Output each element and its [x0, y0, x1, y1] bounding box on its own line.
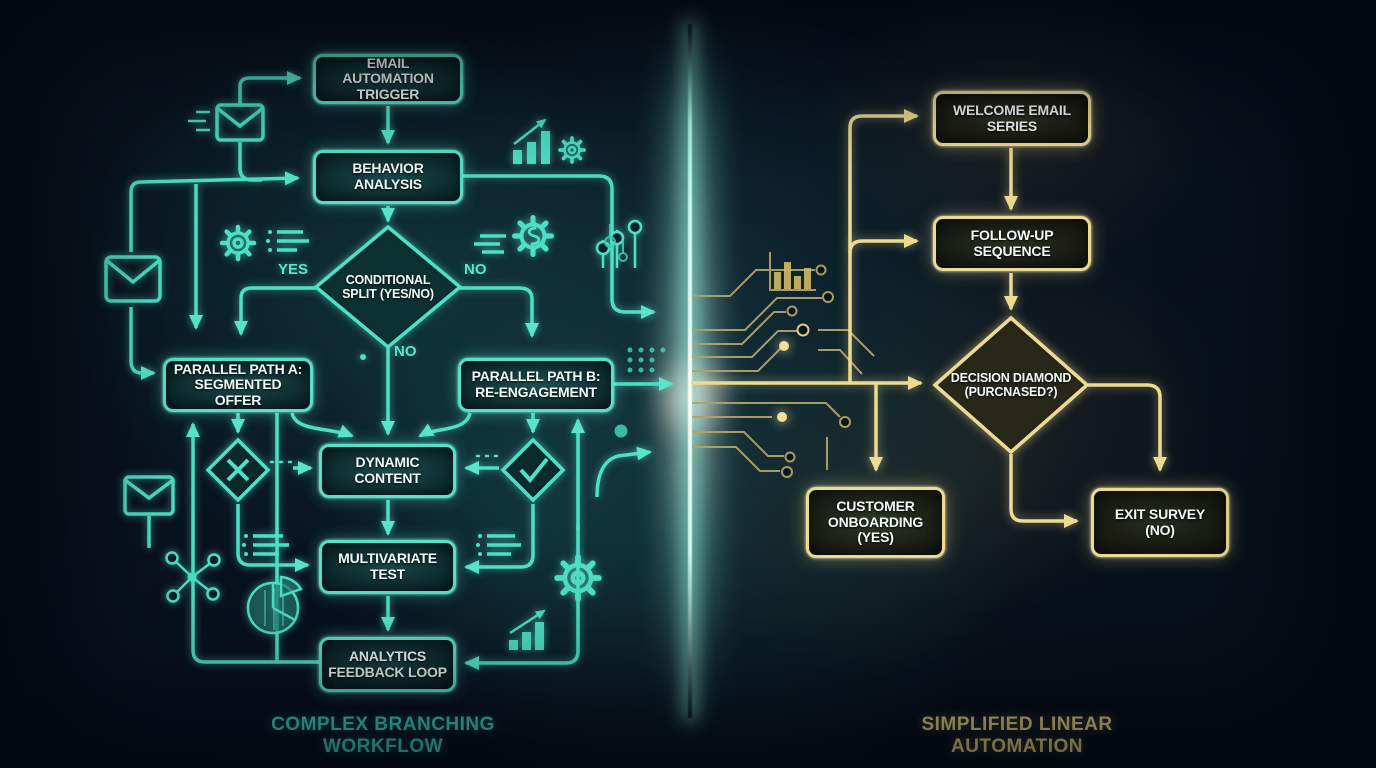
node-email-automation-trigger: EMAIL AUTOMATION TRIGGER: [313, 54, 463, 104]
bar-chart-growth-icon: [509, 609, 546, 650]
dollar-gear-icon: [512, 215, 554, 257]
node-label: DECISION DIAMOND (PURCNASED?): [950, 370, 1072, 399]
email-icon: [104, 255, 162, 303]
check-mark: [519, 457, 549, 484]
edge-label-no-right: NO: [464, 261, 487, 278]
gear-icon: [558, 136, 586, 164]
node-multivariate-test: MULTIVARIATE TEST: [319, 540, 456, 594]
dot: [360, 354, 366, 360]
list-icon: [266, 230, 309, 252]
gear-icon: [554, 554, 602, 602]
pie-chart-icon: [246, 575, 303, 635]
yellow-connectors: [691, 109, 1167, 528]
node-analytics-feedback-loop: ANALYTICS FEEDBACK LOOP: [319, 637, 456, 692]
teal-circuit-pins: [604, 224, 666, 438]
speeding-email-icon: [188, 103, 265, 142]
teal-connectors: [129, 71, 674, 670]
node-decision-diamond: DECISION DIAMOND (PURCNASED?): [945, 348, 1077, 422]
circuit-trace-icon: [692, 252, 875, 478]
edge-label-no-down: NO: [394, 343, 417, 360]
sliders-icon: [595, 219, 643, 268]
node-customer-onboarding: CUSTOMER ONBOARDING (YES): [806, 487, 945, 558]
node-dynamic-content: DYNAMIC CONTENT: [319, 444, 456, 498]
node-behavior-analysis: BEHAVIOR ANALYSIS: [313, 150, 463, 204]
node-exit-survey: EXIT SURVEY (NO): [1091, 488, 1229, 557]
node-follow-up-sequence: FOLLOW-UP SEQUENCE: [933, 216, 1091, 271]
center-divider-line: [688, 24, 692, 718]
node-label: WELCOME EMAIL SERIES: [953, 101, 1071, 134]
node-label: MULTIVARIATE TEST: [338, 550, 437, 582]
node-label: CONDITIONAL SPLIT (YES/NO): [342, 272, 434, 301]
list-icon: [476, 534, 521, 556]
gear-icon: [219, 224, 257, 262]
node-label: CUSTOMER ONBOARDING (YES): [827, 497, 924, 546]
right-flow-caption: SIMPLIFIED LINEAR AUTOMATION: [921, 714, 1113, 757]
node-parallel-path-a: PARALLEL PATH A: SEGMENTED OFFER: [163, 358, 313, 412]
share-network-icon: [165, 551, 221, 603]
email-icon: [123, 475, 175, 516]
list-icon: [242, 534, 289, 556]
node-label: EMAIL AUTOMATION TRIGGER: [342, 54, 434, 102]
node-label: ANALYTICS FEEDBACK LOOP: [328, 647, 447, 680]
node-label: PARALLEL PATH A: SEGMENTED OFFER: [173, 360, 303, 408]
node-parallel-path-b: PARALLEL PATH B: RE-ENGAGEMENT: [458, 358, 614, 412]
bar-chart-growth-icon: [513, 118, 550, 164]
decision-diamond-shape: [932, 315, 1090, 455]
bar-chart-icon: [769, 252, 816, 291]
conditional-split-diamond: [313, 224, 463, 350]
left-flow-caption: COMPLEX BRANCHING WORKFLOW: [271, 714, 495, 757]
dot-grid: [627, 347, 666, 373]
check-diamond-icon: [500, 437, 566, 503]
speed-lines-icon: [474, 234, 506, 254]
node-label: BEHAVIOR ANALYSIS: [352, 160, 424, 192]
node-welcome-email-series: WELCOME EMAIL SERIES: [933, 91, 1091, 146]
node-conditional-split: CONDITIONAL SPLIT (YES/NO): [328, 250, 448, 324]
teal-icons: [104, 103, 643, 650]
node-label: PARALLEL PATH B: RE-ENGAGEMENT: [471, 368, 601, 400]
edge-label-yes: YES: [278, 261, 309, 278]
node-label: FOLLOW-UP SEQUENCE: [970, 226, 1054, 259]
node-label: DYNAMIC CONTENT: [354, 454, 421, 486]
node-label: EXIT SURVEY (NO): [1114, 505, 1206, 538]
cancel-x: [226, 458, 250, 482]
divider-hotspot: [632, 332, 752, 462]
